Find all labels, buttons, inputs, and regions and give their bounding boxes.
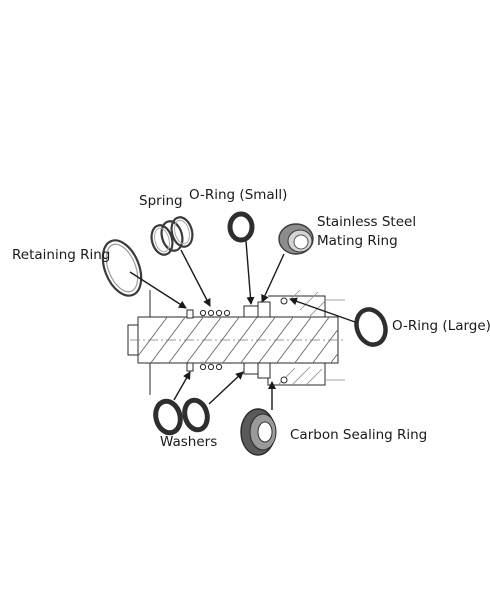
leader-arrows [129,240,356,410]
shaft-assembly [127,289,345,395]
retaining-ring-part [101,239,143,297]
spring-part [150,216,194,256]
seal-components-top [186,297,288,319]
arrow-washer-2 [208,371,244,405]
arrow-spring [180,249,211,307]
washers-part [153,397,210,436]
label-oring-small: O-Ring (Small) [189,187,288,203]
label-retaining-ring: Retaining Ring [12,247,111,263]
arrow-oring-small [245,240,255,305]
label-ss-mating-ring-line1: Stainless Steel [317,214,417,230]
housing-hatching [277,289,326,386]
label-carbon-sealing-ring: Carbon Sealing Ring [290,427,428,443]
housing-top-right [268,295,326,317]
label-ss-mating-ring-line2: Mating Ring [317,233,398,249]
arrow-oring-large [289,297,356,323]
seal-components-bottom [186,362,288,384]
label-spring: Spring [139,193,183,209]
arrow-retaining-ring [129,271,187,309]
label-washers: Washers [160,434,218,450]
carbon-sealing-ring-part [240,408,277,456]
shaft-left-step [127,324,138,356]
oring-small-part [227,211,255,243]
arrow-ss-mating-ring [261,253,285,303]
label-ss-mating-ring: Stainless Steel Mating Ring [317,213,416,251]
oring-large-part [354,307,388,347]
arrow-washer-1 [173,371,191,401]
ss-mating-ring-part [278,223,314,255]
label-oring-large: O-Ring (Large) [392,318,490,334]
